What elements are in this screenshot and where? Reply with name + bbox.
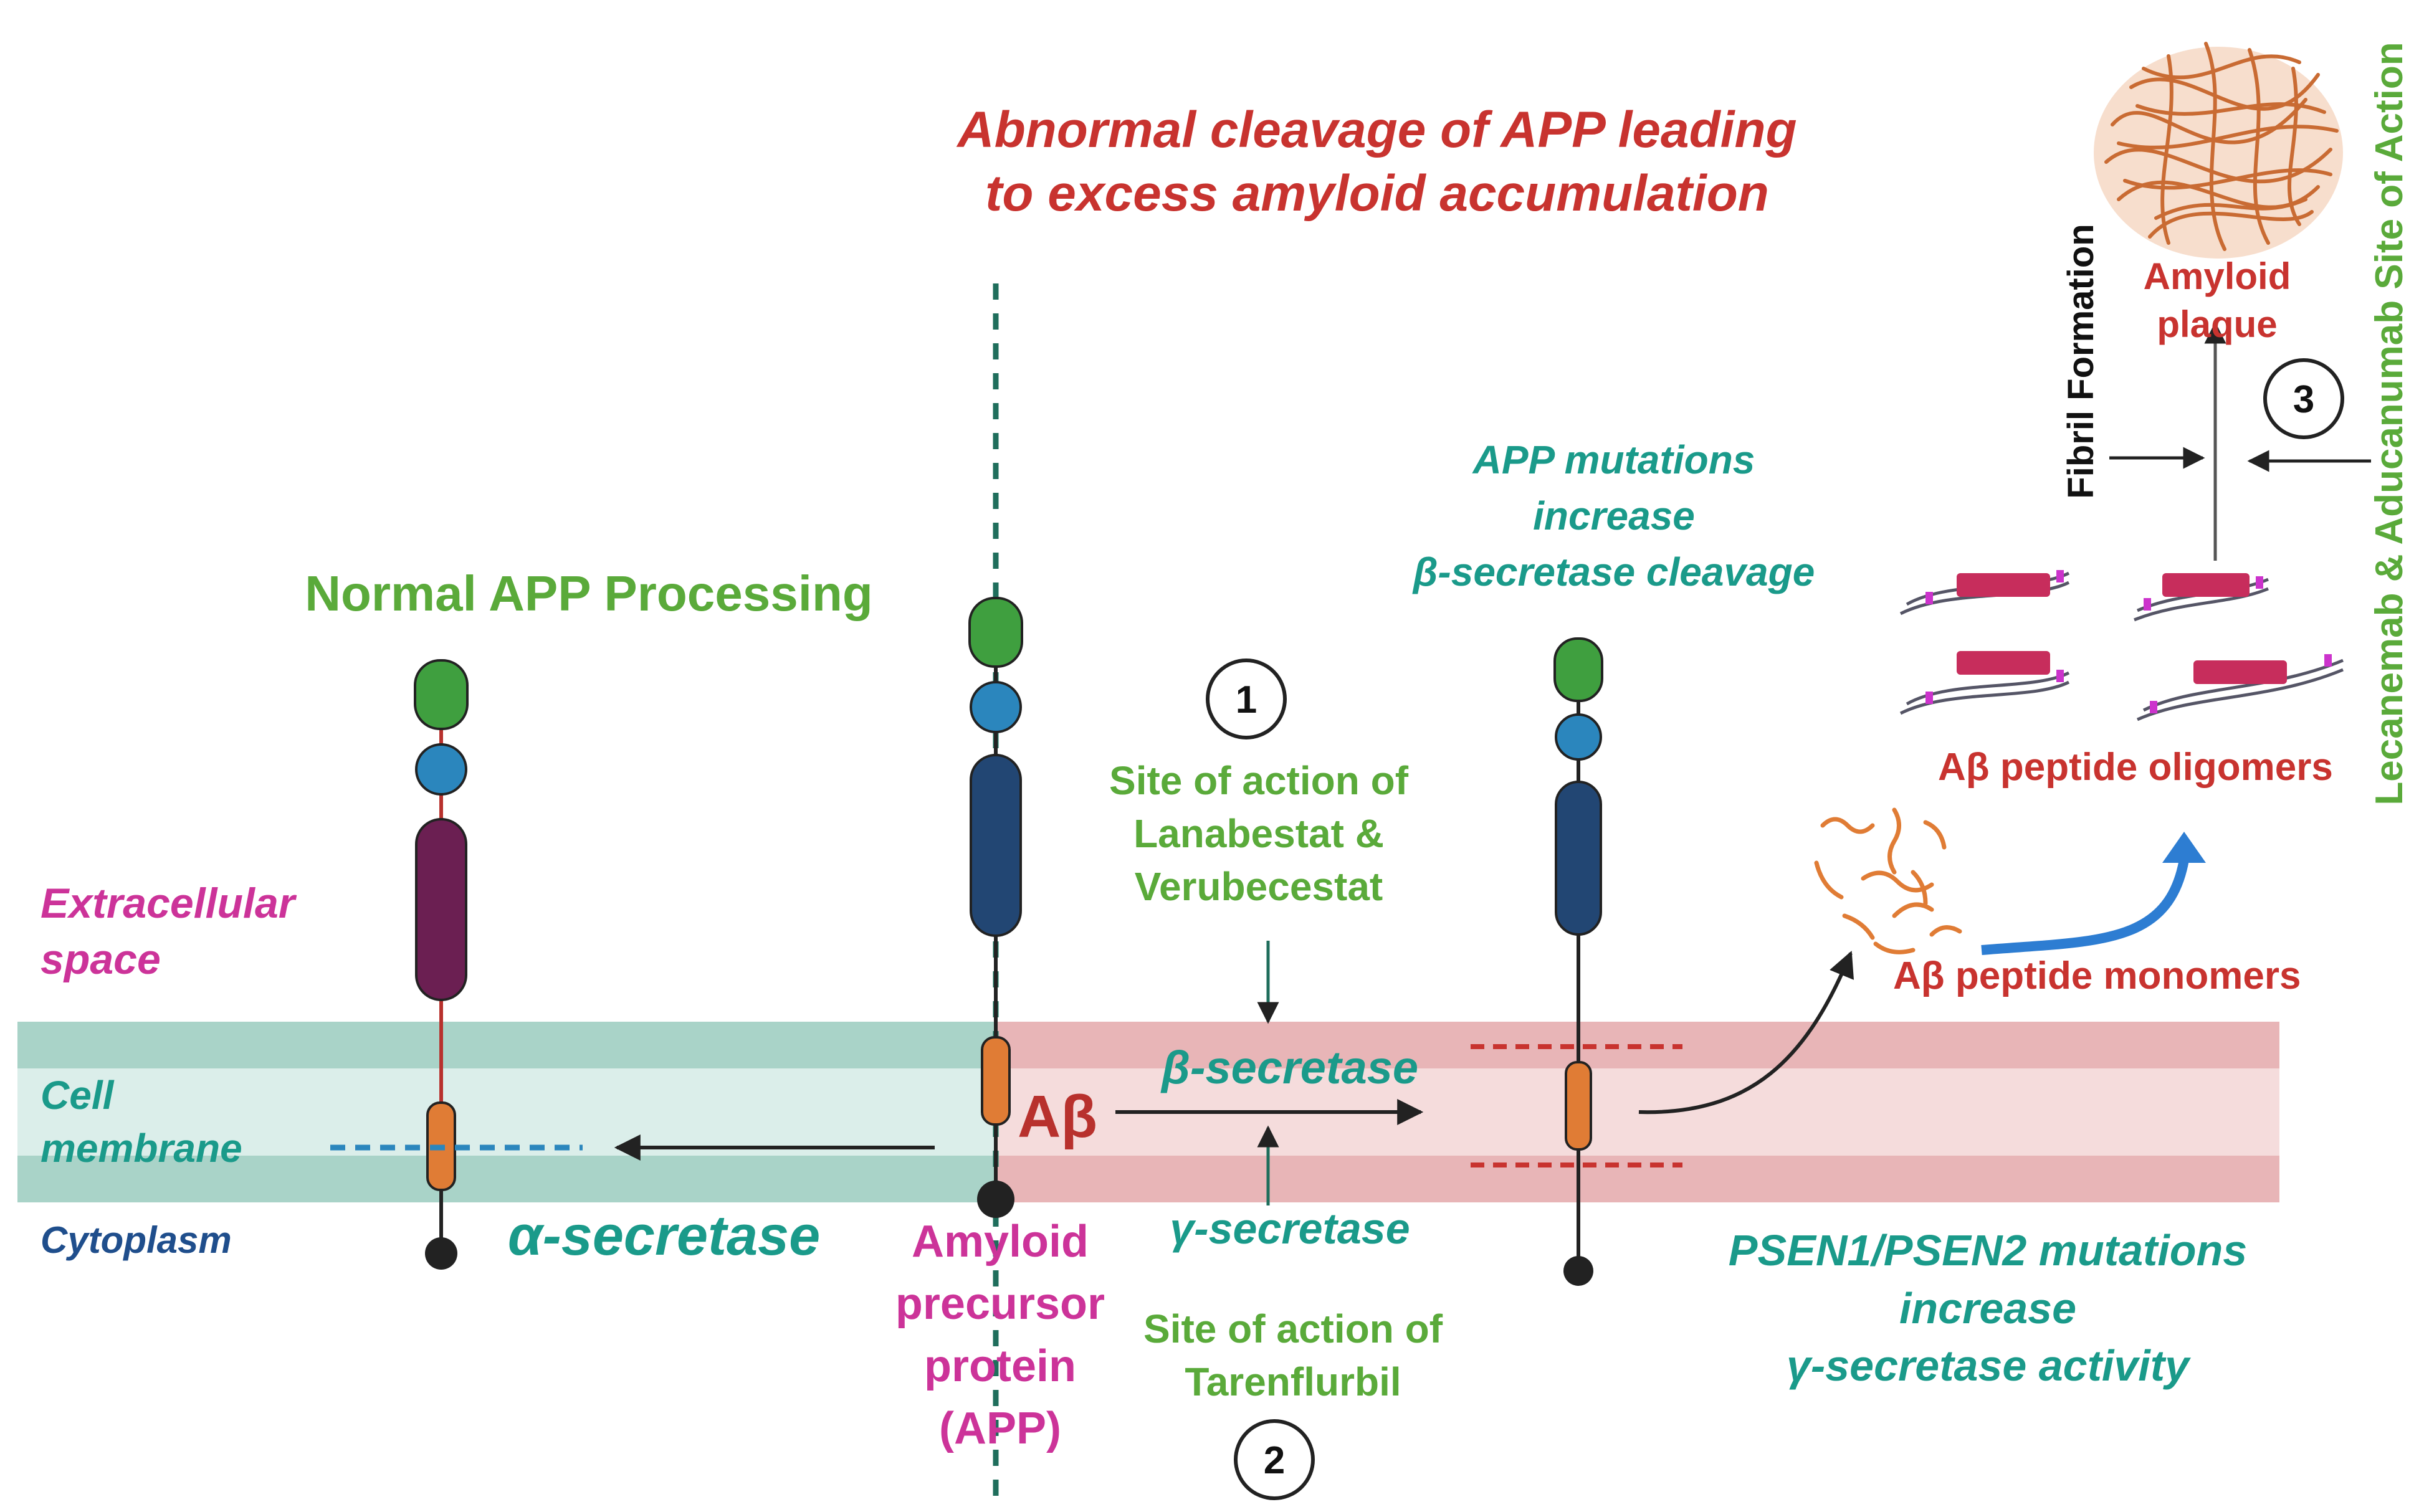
app-mutations-line-2: increase xyxy=(1533,493,1695,538)
step2-line-1: Site of action of xyxy=(1143,1306,1443,1351)
app-label-line-4: (APP) xyxy=(939,1404,1061,1453)
gamma-secretase-label: γ-secretase xyxy=(1170,1204,1410,1253)
oligomers-label: Aβ peptide oligomers xyxy=(1938,746,2333,789)
app-label-line-1: Amyloid xyxy=(911,1217,1089,1267)
alpha-secretase-label: α-secretase xyxy=(508,1205,821,1267)
step1-line-2: Lanabestat & xyxy=(1133,811,1384,856)
cytoplasm-label: Cytoplasm xyxy=(41,1219,232,1261)
membrane-label-2: membrane xyxy=(41,1126,242,1171)
abeta-monomers xyxy=(1814,807,1962,954)
psen-mutations-line-1: PSEN1/PSEN2 mutations xyxy=(1728,1226,2248,1275)
membrane-label-1: Cell xyxy=(41,1073,114,1118)
step3-circle xyxy=(2263,358,2344,439)
app-mutations-line-1: APP mutations xyxy=(1472,437,1755,482)
step2-circle xyxy=(1234,1419,1315,1500)
step1-line-3: Verubecestat xyxy=(1134,864,1383,909)
plaque-label-1: Amyloid xyxy=(2143,255,2291,297)
psen-mutations-line-2: increase xyxy=(1899,1284,2077,1333)
normal-processing-heading: Normal APP Processing xyxy=(305,566,873,621)
app-label-line-2: precursor xyxy=(895,1279,1105,1329)
step3-number: 3 xyxy=(2293,378,2315,421)
monomers-label: Aβ peptide monomers xyxy=(1893,954,2301,997)
step1-line-1: Site of action of xyxy=(1109,758,1408,803)
app-label-line-3: protein xyxy=(924,1341,1076,1391)
amyloid-plaque xyxy=(2094,42,2343,259)
app-mutations-line-3: β-secretase cleavage xyxy=(1413,549,1815,594)
mutated-app-protein xyxy=(1553,637,1603,1286)
oligomerization-arrowhead xyxy=(2162,832,2206,863)
abeta-label: Aβ xyxy=(1018,1083,1097,1150)
oligomerization-arrow xyxy=(1981,858,2189,955)
psen-mutations-line-3: γ-secretase activity xyxy=(1787,1341,2189,1390)
fibril-formation-label: Fibril Formation xyxy=(2061,224,2102,499)
step2-number: 2 xyxy=(1263,1439,1286,1482)
release-arrow xyxy=(1638,951,1854,1115)
normal-app-protein xyxy=(414,659,469,1270)
cell-membrane-left xyxy=(17,1022,996,1202)
title-line-2: to excess amyloid accumulation xyxy=(985,165,1769,222)
app-protein-center xyxy=(968,597,1023,1218)
abeta-oligomers xyxy=(1899,570,2344,721)
step1-circle xyxy=(1206,659,1287,739)
extracellular-label-2: space xyxy=(41,936,161,983)
step1-number: 1 xyxy=(1235,678,1257,721)
extracellular-label-1: Extracellular xyxy=(41,880,295,927)
antibody-site-label: Lecanemab & Aducanumab Site of Action xyxy=(2367,42,2411,806)
step2-line-2: Tarenflurbil xyxy=(1185,1359,1401,1404)
title-line-1: Abnormal cleavage of APP leading xyxy=(957,102,1797,158)
beta-secretase-label: β-secretase xyxy=(1161,1042,1419,1093)
plaque-label-2: plaque xyxy=(2157,303,2278,345)
